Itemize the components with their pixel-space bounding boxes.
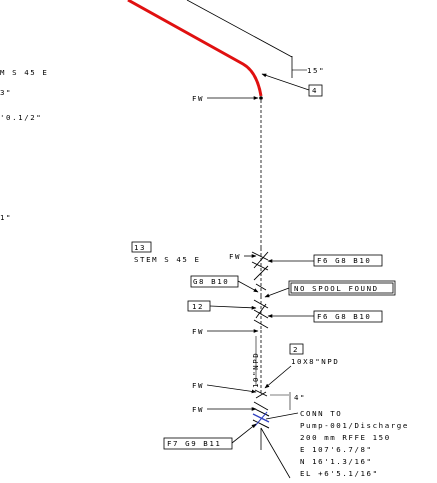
box-5-leader bbox=[231, 423, 257, 444]
no-spool-label: NO SPOOL FOUND bbox=[294, 284, 379, 293]
conn-extension bbox=[260, 427, 291, 479]
tag-12: 12 bbox=[192, 302, 204, 311]
component-label-1: F6 G8 B10 bbox=[317, 256, 371, 265]
box-2-leader bbox=[237, 280, 259, 293]
fw-label-4: FW bbox=[192, 381, 204, 390]
fw-label-2: FW bbox=[229, 252, 241, 261]
tag-13: 13 bbox=[134, 243, 146, 252]
component-box-5 bbox=[163, 437, 233, 450]
run-length-dim: 10"NPD bbox=[251, 352, 260, 388]
tag-4: 4 bbox=[312, 86, 318, 95]
conn-line-4: E 107'6.7/8" bbox=[300, 445, 373, 454]
component-label-4: F6 G8 B10 bbox=[317, 312, 371, 321]
flange-symbol-middle[interactable] bbox=[253, 296, 269, 330]
tag-13-box bbox=[131, 241, 152, 253]
highlighted-pipe[interactable] bbox=[127, 0, 263, 97]
left-label-dim: 1" bbox=[0, 213, 12, 222]
conn-line-2: Pump-001/Discharge bbox=[300, 421, 409, 430]
reducer-symbol[interactable] bbox=[253, 389, 269, 411]
left-label-size: 3" bbox=[0, 88, 12, 97]
component-label-5: F7 G9 B11 bbox=[167, 439, 221, 448]
conn-leader bbox=[265, 412, 299, 420]
bottom-offset-dim: 4" bbox=[294, 393, 306, 402]
left-label-offset: '0.1/2" bbox=[0, 113, 42, 122]
no-spool-box-inner bbox=[290, 282, 394, 294]
end-flange-symbol[interactable] bbox=[252, 407, 270, 450]
component-label-2: G8 B10 bbox=[193, 277, 229, 286]
reducer-label: 10X8"NPD bbox=[291, 357, 339, 366]
tag-4-box bbox=[308, 84, 323, 97]
fw-label-5: FW bbox=[192, 405, 204, 414]
tag-2: 2 bbox=[293, 345, 299, 354]
component-box-1 bbox=[313, 254, 383, 267]
reducer-leader bbox=[264, 365, 292, 389]
component-box-4 bbox=[313, 310, 383, 323]
stem-label: STEM S 45 E bbox=[134, 255, 201, 264]
component-box-2 bbox=[190, 275, 239, 288]
conn-line-6: EL +6'5.1/16" bbox=[300, 469, 379, 478]
fw-label-3: FW bbox=[192, 327, 204, 336]
tag-12-leader bbox=[209, 305, 257, 310]
tag-2-box bbox=[289, 343, 304, 355]
fw-label-1: FW bbox=[192, 94, 204, 103]
valve-symbol-upper[interactable] bbox=[251, 248, 269, 296]
tag-4-leader bbox=[261, 73, 310, 91]
no-spool-leader bbox=[264, 287, 290, 298]
fw-leader-4 bbox=[206, 384, 257, 394]
left-label-bearing: M S 45 E bbox=[0, 68, 48, 77]
top-offset-dim: 15" bbox=[307, 66, 325, 75]
conn-line-3: 200 mm RFFE 150 bbox=[300, 433, 391, 442]
weld-dot-1 bbox=[259, 96, 263, 100]
conn-line-1: CONN TO bbox=[300, 409, 342, 418]
top-dimension-line bbox=[186, 0, 293, 58]
conn-line-5: N 16'1.3/16" bbox=[300, 457, 373, 466]
